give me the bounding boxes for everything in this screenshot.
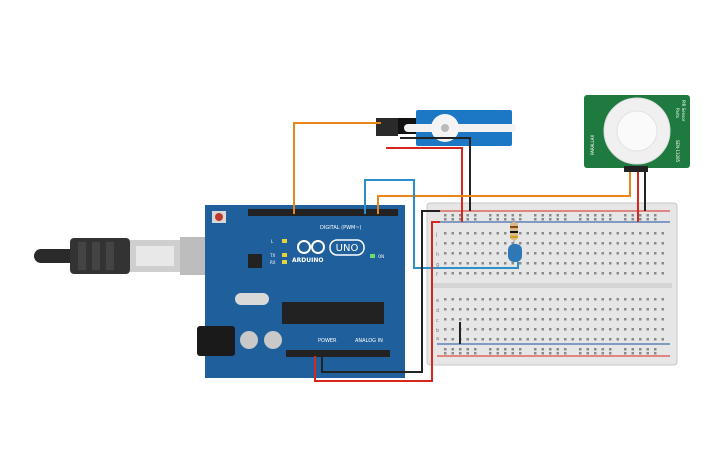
arduino-uno-board: UNO ARDUINO DIGITAL (PWM~) POWER ANALOG …: [197, 205, 405, 378]
row-letter-c: c: [436, 318, 439, 324]
pir-label-sensor: PIR Sensor: [681, 100, 686, 122]
on-label: ON: [378, 254, 384, 259]
arduino-model-label: UNO: [336, 243, 359, 254]
row-letter-h: h: [436, 252, 439, 258]
row-letter-i: i: [436, 242, 437, 248]
digital-header: [248, 209, 398, 216]
row-letter-b: b: [436, 328, 439, 334]
power-header: [286, 350, 390, 357]
pir-label-parts: Parts: [675, 108, 680, 118]
rx-label: RX: [270, 260, 276, 265]
pir-label-part-number: SEN-13285: [675, 140, 680, 163]
usb-cable: [34, 237, 206, 275]
row-letter-d: d: [436, 308, 439, 314]
l-label: L: [271, 239, 274, 244]
power-header-label: POWER: [318, 338, 337, 344]
servo-motor: [376, 110, 516, 146]
wire-servo-power: [400, 137, 471, 211]
wire-pir-signal: [377, 172, 631, 214]
wire-gnd: [321, 210, 440, 373]
row-letter-f: f: [436, 272, 438, 278]
digital-header-label: DIGITAL (PWM~): [320, 225, 362, 231]
breadboard-holes: [444, 214, 664, 355]
wire-5v: [314, 221, 440, 382]
pir-label-brand: PARALLAX: [590, 134, 595, 155]
analog-header-label: ANALOG IN: [355, 338, 383, 344]
arduino-brand-label: ARDUINO: [292, 257, 323, 264]
arduino-logo-icon: [297, 240, 325, 254]
tx-label: TX: [269, 253, 275, 258]
led: [508, 244, 522, 262]
wire-servo-gnd: [386, 147, 463, 222]
breadboard: j i h g f e d c b a: [426, 202, 678, 366]
pir-sensor: PIR Sensor Parts SEN-13285 PARALLAX: [584, 95, 690, 172]
wires: [293, 122, 646, 382]
wire-led-signal: [364, 179, 519, 269]
row-letter-a: a: [436, 336, 439, 342]
wire-servo-signal: [293, 122, 381, 214]
row-letter-g: g: [436, 262, 439, 268]
row-letter-j: j: [435, 232, 437, 238]
resistor: [510, 218, 518, 246]
row-letter-e: e: [436, 298, 439, 304]
